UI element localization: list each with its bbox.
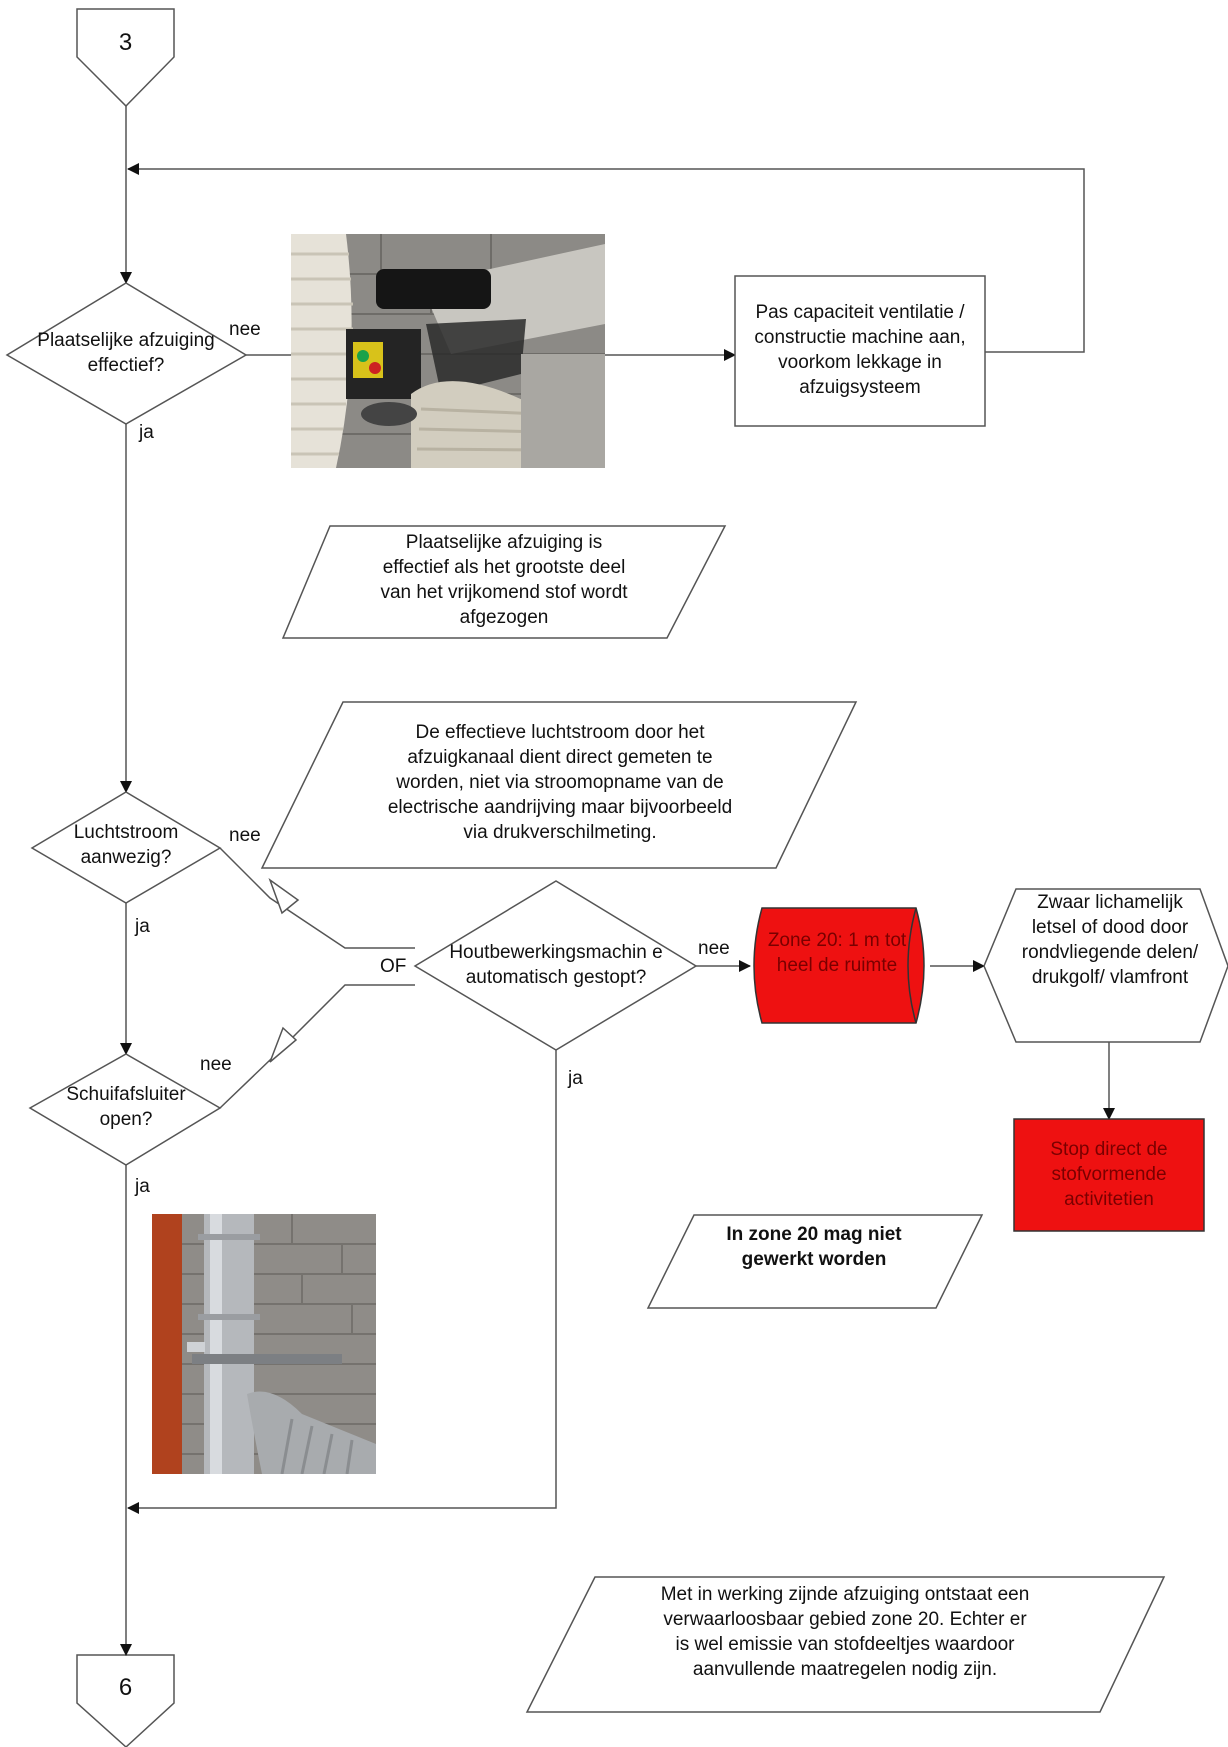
machine-extraction-photo — [291, 234, 605, 468]
edge-label-nee-1: nee — [229, 319, 261, 340]
zone-label: Zone 20: 1 m tot heel de ruimte — [767, 930, 907, 976]
connector-top-shape — [76, 8, 175, 108]
consequence-label: Zwaar lichamelijk letsel of dood door ro… — [1021, 892, 1199, 988]
slide-valve-photo — [152, 1214, 376, 1474]
edge-label-ja-3: ja — [135, 1176, 150, 1197]
edge-label-ja-2: ja — [135, 916, 150, 937]
note-zone20-label: In zone 20 mag niet gewerkt worden — [726, 1224, 902, 1270]
note-measure-label: De effectieve luchtstroom door het afzui… — [387, 722, 733, 843]
decision-machine-stopped-shape — [413, 880, 698, 1051]
decision-airflow-shape — [30, 791, 222, 904]
edge-label-nee-4: nee — [698, 938, 730, 959]
or-line-top — [219, 847, 415, 949]
connector-top-label: 3 — [118, 29, 133, 56]
decision-slide-valve-label: Schuifafsluiter open? — [66, 1084, 186, 1130]
or-arrowhead-top — [268, 877, 300, 915]
note-emission-label: Met in werking zijnde afzuiging ontstaat… — [660, 1584, 1030, 1680]
or-arrowhead-bottom — [269, 1026, 298, 1063]
edge-label-or: OF — [380, 956, 407, 977]
decision-slide-valve-shape — [28, 1053, 222, 1166]
connector-bottom-shape — [76, 1654, 175, 1747]
note-zone20-shape — [646, 1214, 984, 1309]
connector-bottom-label: 6 — [118, 1674, 133, 1701]
decision-airflow-label: Luchtstroom aanwezig? — [73, 822, 179, 868]
decision-machine-stopped-label: Houtbewerkingsmachin e automatisch gesto… — [449, 942, 663, 988]
stop-box-label: Stop direct de stofvormende activitetien — [1050, 1139, 1168, 1210]
zone-cylinder-edge — [907, 907, 917, 1024]
note-effective-label: Plaatselijke afzuiging is effectief als … — [380, 532, 628, 628]
decision-local-extraction-shape — [5, 282, 248, 425]
process-adjust-label: Pas capaciteit ventilatie / constructie … — [754, 302, 966, 398]
note-measure-shape — [260, 701, 858, 869]
edge-label-ja-1: ja — [139, 422, 154, 443]
stop-box-shape — [1013, 1118, 1205, 1232]
process-adjust-shape — [734, 275, 986, 427]
return-line — [127, 1050, 557, 1514]
loop-back-line — [127, 163, 1085, 353]
edge-label-ja-4: ja — [568, 1068, 583, 1089]
note-emission-shape — [525, 1576, 1166, 1713]
edge-label-nee-2: nee — [229, 825, 261, 846]
edge-label-nee-3: nee — [200, 1054, 232, 1075]
decision-local-extraction-label: Plaatselijke afzuiging effectief? — [37, 330, 215, 376]
note-effective-shape — [281, 525, 727, 639]
consequence-shape — [983, 888, 1228, 1043]
or-line-bottom — [219, 984, 415, 1109]
